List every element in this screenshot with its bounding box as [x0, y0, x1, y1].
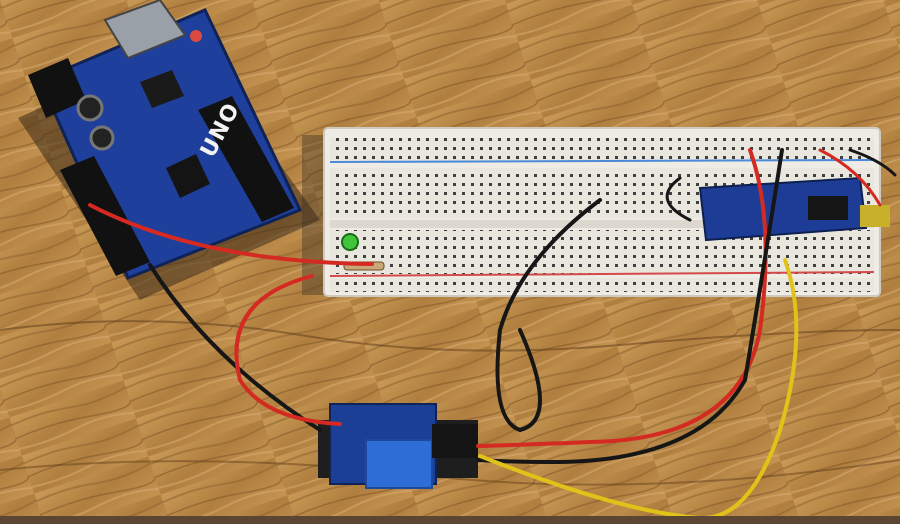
- red-wire: [234, 274, 342, 426]
- black-wire: [848, 148, 897, 177]
- black-wire: [495, 198, 602, 433]
- capacitor: [89, 125, 115, 151]
- green-led: [341, 233, 359, 251]
- relay-cube: [365, 439, 433, 489]
- capacitor: [76, 94, 104, 122]
- bottom-edge: [0, 516, 900, 524]
- red-wire: [88, 203, 374, 266]
- header-strip: [198, 96, 294, 222]
- black-wire: [476, 148, 784, 465]
- red-wire: [818, 148, 882, 207]
- terminal-strip-bottom: [330, 230, 874, 274]
- relay-terminal: [432, 424, 478, 458]
- arduino-nano-board: [698, 176, 890, 242]
- black-wire: [148, 263, 322, 432]
- reset-button: [190, 30, 202, 42]
- microcontroller-chip: [166, 154, 210, 198]
- yellow-wire: [478, 258, 799, 521]
- center-channel: [330, 220, 874, 228]
- red-wire: [476, 148, 768, 448]
- black-wire: [665, 176, 692, 222]
- rail-line-blue: [329, 159, 875, 163]
- power-rail-bottom: [330, 278, 874, 292]
- usb-port: [103, 0, 187, 60]
- rail-line-red: [329, 271, 875, 277]
- relay-module: [318, 403, 478, 489]
- power-rail-top: [330, 138, 874, 160]
- ic-chip: [140, 70, 184, 108]
- header-strip: [60, 156, 150, 276]
- table-crack: [0, 320, 900, 352]
- power-jack: [28, 58, 86, 118]
